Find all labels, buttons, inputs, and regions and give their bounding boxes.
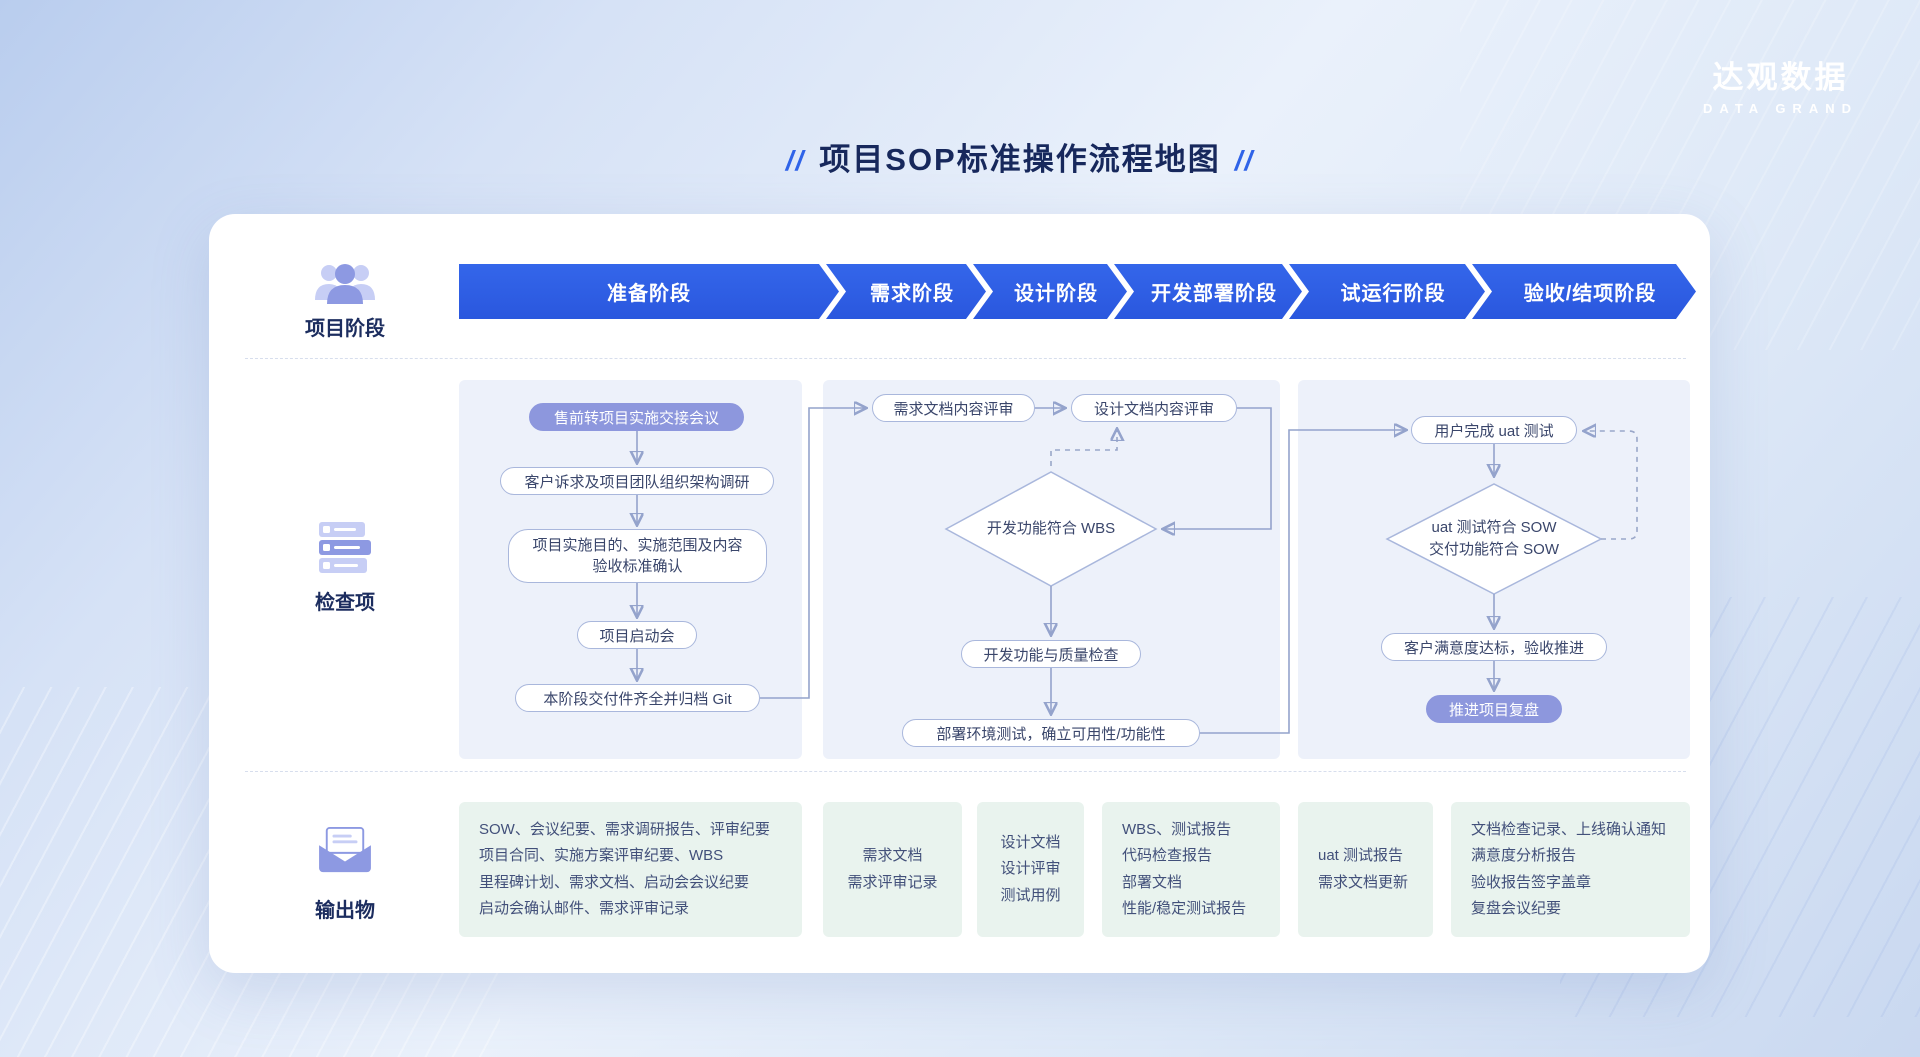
phase-arrow-design: 设计阶段: [973, 264, 1127, 319]
decision-sow-line2: 交付功能符合 SOW: [1429, 541, 1559, 558]
output-line: 代码检查报告: [1122, 847, 1213, 864]
phase-arrow-acceptance: 验收/结项阶段: [1472, 264, 1696, 319]
output-line: uat 测试报告: [1318, 847, 1404, 864]
checklist-icon: [315, 520, 375, 581]
output-panel-requirements: 需求文档 需求评审记录: [823, 802, 962, 937]
output-line: 测试用例: [1000, 886, 1061, 904]
page-title-text: 项目SOP标准操作流程地图: [819, 142, 1221, 177]
brand-logo: 达观数据 DATA GRAND: [1703, 52, 1858, 116]
title-slash-right: //: [1234, 145, 1255, 176]
phase-arrow-dev-deploy: 开发部署阶段: [1114, 264, 1302, 319]
output-line: 文档检查记录、上线确认通知: [1471, 820, 1667, 838]
page-title: // 项目SOP标准操作流程地图 //: [60, 134, 1920, 179]
output-panel-trial-run: uat 测试报告 需求文档更新: [1298, 802, 1433, 937]
flow-step-kickoff-meeting: 项目启动会: [577, 621, 697, 649]
flow-step-quality-check: 开发功能与质量检查: [961, 640, 1141, 668]
phase-arrow-requirements: 需求阶段: [826, 264, 986, 319]
flow-step-requirement-review: 需求文档内容评审: [872, 394, 1035, 422]
flow-step-git-archive: 本阶段交付件齐全并归档 Git: [515, 684, 760, 712]
row-divider-bottom: [245, 771, 1686, 772]
people-icon: [313, 258, 377, 315]
decision-label-wbs: 开发功能符合 WBS: [986, 520, 1116, 537]
output-line: 需求文档: [862, 847, 923, 864]
output-line: 设计文档: [1000, 833, 1061, 851]
flow-step-satisfaction: 客户满意度达标，验收推进: [1381, 633, 1607, 661]
output-line: 设计评审: [1000, 860, 1061, 878]
decision-sow-line1: uat 测试符合 SOW: [1431, 519, 1557, 536]
phase-arrow-trial-run: 试运行阶段: [1289, 264, 1485, 319]
output-line: 部署文档: [1122, 873, 1183, 891]
flow-step-deploy-test: 部署环境测试，确立可用性/功能性: [902, 719, 1200, 747]
flow-step-retrospective: 推进项目复盘: [1426, 695, 1562, 723]
output-panel-acceptance: 文档检查记录、上线确认通知 满意度分析报告 验收报告签字盖章 复盘会议纪要: [1451, 802, 1690, 937]
flow-step-customer-research: 客户诉求及项目团队组织架构调研: [500, 467, 774, 495]
output-panel-dev-deploy: WBS、测试报告 代码检查报告 部署文档 性能/稳定测试报告: [1102, 802, 1280, 937]
flow-step-scope-confirmation: 项目实施目的、实施范围及内容 验收标准确认: [508, 529, 767, 583]
flow-step-handover-meeting: 售前转项目实施交接会议: [529, 403, 744, 431]
output-line: 里程碑计划、需求文档、启动会会议纪要: [479, 873, 750, 891]
row-label-checks: 检查项: [315, 592, 375, 614]
decision-label-sow: uat 测试符合 SOW 交付功能符合 SOW: [1394, 516, 1594, 562]
brand-name-cn: 达观数据: [1712, 60, 1849, 95]
output-line: 启动会确认邮件、需求评审记录: [479, 900, 690, 917]
output-line: 性能/稳定测试报告: [1122, 900, 1247, 917]
flow-step-scope-line1: 项目实施目的、实施范围及内容: [532, 537, 743, 554]
brand-name-en: DATA GRAND: [1703, 101, 1858, 116]
envelope-icon: [317, 826, 373, 879]
title-slash-left: //: [785, 145, 806, 176]
phase-arrow-preparation: 准备阶段: [459, 264, 839, 319]
output-line: 满意度分析报告: [1471, 847, 1577, 864]
row-label-outputs: 输出物: [315, 900, 375, 922]
output-panel-preparation: SOW、会议纪要、需求调研报告、评审纪要 项目合同、实施方案评审纪要、WBS 里…: [459, 802, 802, 937]
flow-step-uat-test: 用户完成 uat 测试: [1411, 416, 1577, 444]
flow-step-scope-line2: 验收标准确认: [592, 558, 683, 575]
output-line: 需求评审记录: [847, 873, 938, 891]
row-label-phases: 项目阶段: [305, 318, 385, 340]
output-line: 复盘会议纪要: [1471, 900, 1562, 917]
row-divider-top: [245, 358, 1686, 359]
output-line: 验收报告签字盖章: [1471, 873, 1592, 891]
output-panel-design: 设计文档 设计评审 测试用例: [977, 802, 1084, 937]
check-panel-development: [823, 380, 1280, 759]
output-line: WBS、测试报告: [1122, 820, 1232, 838]
output-line: 需求文档更新: [1318, 873, 1409, 891]
output-line: SOW、会议纪要、需求调研报告、评审纪要: [479, 820, 770, 838]
output-line: 项目合同、实施方案评审纪要、WBS: [479, 847, 724, 864]
flow-step-design-review: 设计文档内容评审: [1071, 394, 1237, 422]
phase-banner-row: 准备阶段 需求阶段 设计阶段 开发部署阶段 试运行阶段 验收/结项阶段: [459, 264, 1696, 319]
content-card: 项目阶段 检查项 输出物: [209, 214, 1710, 973]
